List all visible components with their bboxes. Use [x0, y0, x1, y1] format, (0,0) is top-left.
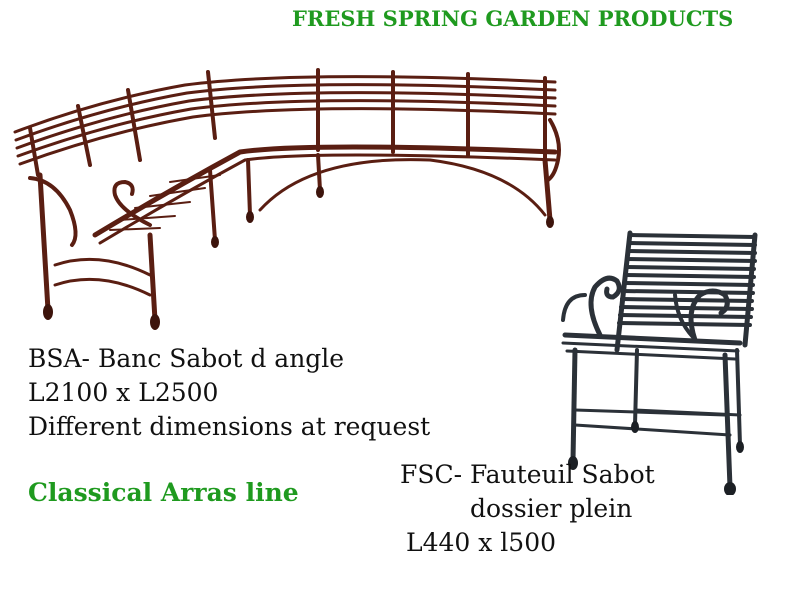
armchair-image [561, 230, 758, 495]
bench-description: BSA- Banc Sabot d angle L2100 x L2500 Di… [28, 342, 430, 444]
page-title: FRESH SPRING GARDEN PRODUCTS [292, 6, 734, 31]
chair-code-name: FSC- Fauteuil Sabot [400, 460, 655, 489]
chair-description: FSC- Fauteuil Sabot dossier plein L440 x… [400, 458, 655, 560]
bench-dimensions: L2100 x L2500 [28, 378, 219, 407]
chair-code-name-line2: dossier plein [470, 494, 633, 523]
bench-dimensions-note: Different dimensions at request [28, 412, 431, 441]
bench-code-name: BSA- Banc Sabot d angle [28, 344, 345, 373]
collection-name: Classical Arras line [28, 478, 299, 507]
chair-dimensions: L440 x l500 [406, 528, 557, 557]
corner-bench-image [13, 68, 561, 330]
